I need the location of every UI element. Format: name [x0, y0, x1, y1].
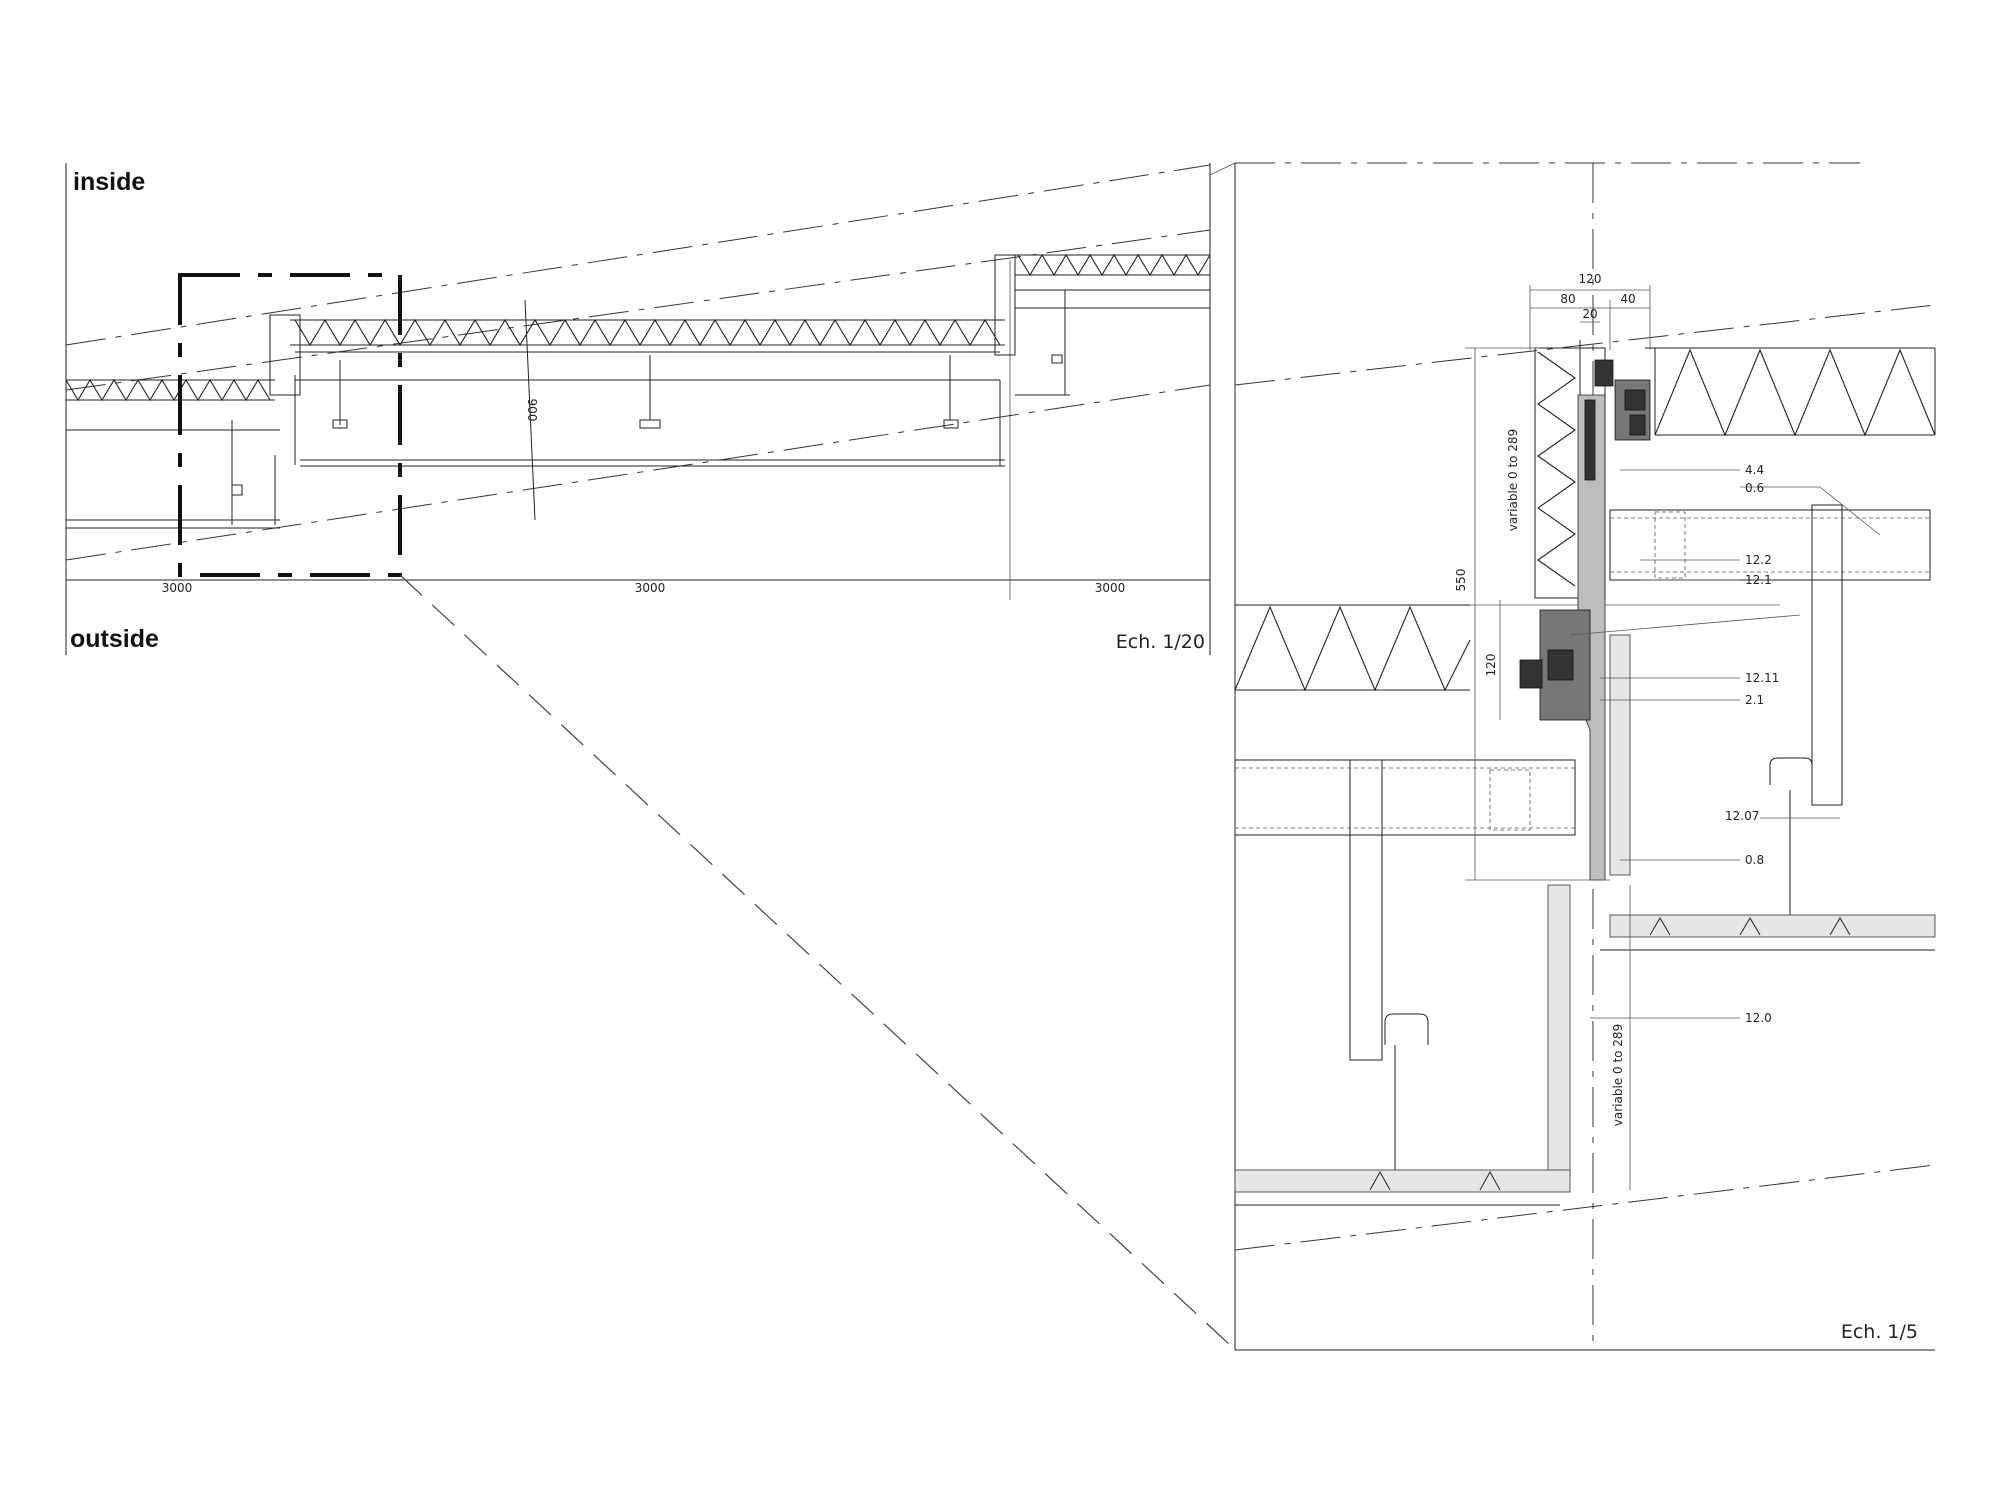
dimension-height-lower: 120 — [1484, 654, 1498, 677]
slope-line-lower — [65, 384, 1211, 561]
detail-connector-line — [399, 574, 1231, 1346]
callout-12-07: 12.07 — [1725, 809, 1759, 823]
overview-drawing: 3000 3000 3000 900 inside outside Ech. 1… — [65, 163, 1211, 655]
dimension-span-right: 3000 — [1095, 581, 1126, 595]
mullion-profile — [1519, 340, 1651, 881]
scale-label-overview: Ech. 1/20 — [1116, 631, 1205, 653]
insulation-panel-lower — [1234, 604, 1471, 692]
roof-panel-right — [994, 253, 1211, 396]
detail-dimension-chain — [1465, 285, 1651, 1190]
dimension-variable-lower: variable 0 to 289 — [1611, 1024, 1625, 1126]
dimension-height-total: 550 — [1454, 569, 1468, 592]
dimension-variable-upper: variable 0 to 289 — [1506, 429, 1520, 531]
dimension-span-left: 3000 — [162, 581, 193, 595]
transom-bars — [1234, 509, 1931, 836]
inside-label: inside — [73, 168, 145, 196]
roof-panel-middle — [269, 299, 1005, 521]
detail-connector-top — [1209, 162, 1236, 176]
detail-drawing: 120 80 40 20 550 120 variable 0 to 289 v… — [1234, 162, 1936, 1351]
outside-label: outside — [70, 625, 159, 653]
dimension-part-a: 80 — [1560, 292, 1575, 306]
callout-leaders — [1569, 469, 1881, 1019]
callout-4-4: 4.4 — [1745, 463, 1764, 477]
insulation-panel-upper — [1645, 347, 1936, 437]
dimension-total-width: 120 — [1579, 272, 1602, 286]
dimension-gap: 20 — [1582, 307, 1597, 321]
slope-line-mid — [65, 229, 1211, 391]
dimension-diagonal: 900 — [525, 399, 539, 422]
callout-0-6: 0.6 — [1745, 481, 1764, 495]
scale-label-detail: Ech. 1/5 — [1841, 1321, 1918, 1343]
detail-callout-frame — [178, 273, 402, 577]
roof-panel-left — [65, 378, 280, 529]
callout-12-11: 12.11 — [1745, 671, 1779, 685]
concrete-slabs — [1234, 634, 1936, 1206]
callout-12-0: 12.0 — [1745, 1011, 1772, 1025]
callout-2-1: 2.1 — [1745, 693, 1764, 707]
dimension-part-b: 40 — [1620, 292, 1635, 306]
diagonal-dimension-line — [524, 299, 536, 521]
slope-line-upper — [65, 164, 1211, 346]
callout-12-2: 12.2 — [1745, 553, 1772, 567]
dimension-span-middle: 3000 — [635, 581, 666, 595]
callout-0-8: 0.8 — [1745, 853, 1764, 867]
detail-slope-lower — [1234, 1164, 1936, 1251]
callout-12-1: 12.1 — [1745, 573, 1772, 587]
fins — [1349, 504, 1843, 1175]
detail-slope-upper — [1234, 304, 1936, 386]
